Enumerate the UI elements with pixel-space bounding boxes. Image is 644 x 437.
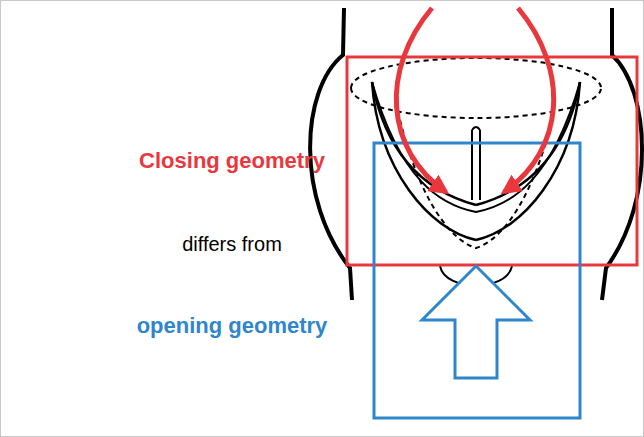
opening-arrow xyxy=(422,266,530,378)
closing-arrow xyxy=(504,8,554,192)
opening-box xyxy=(374,143,580,418)
commissure-post xyxy=(472,127,480,200)
leaflet-cusp xyxy=(372,82,476,240)
comparison-label: differs from xyxy=(182,232,282,256)
leaflet-belly xyxy=(372,82,580,212)
closing-box xyxy=(347,57,637,265)
sinotubular-junction xyxy=(351,88,601,118)
closing-arrow xyxy=(396,8,446,192)
closing-label: Closing geometry xyxy=(139,148,325,174)
sinotubular-junction xyxy=(351,58,601,88)
leaflet-cusp xyxy=(476,82,580,240)
opening-label: opening geometry xyxy=(137,313,328,339)
